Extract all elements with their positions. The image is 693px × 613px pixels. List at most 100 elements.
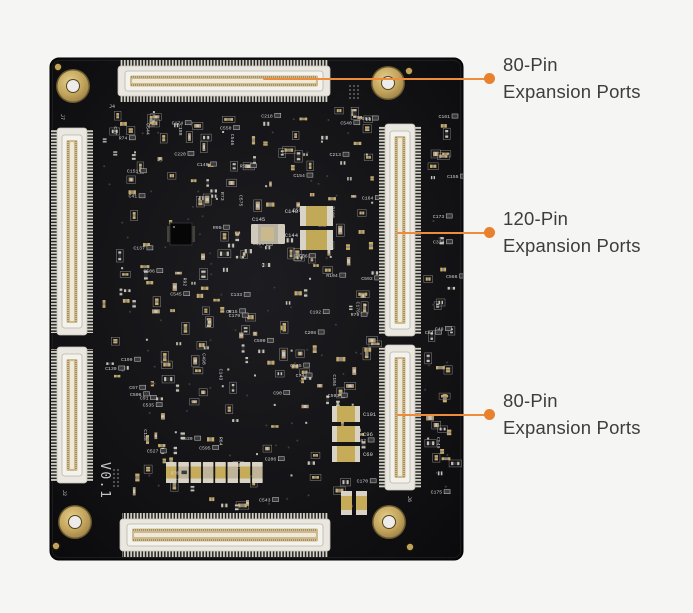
svg-text:C550: C550: [220, 125, 232, 131]
svg-text:R95: R95: [213, 225, 222, 231]
callout-label-line2: Expansion Ports: [503, 81, 641, 102]
callout-leader-dot: [484, 409, 495, 420]
svg-text:C540: C540: [340, 120, 352, 126]
svg-text:C91: C91: [140, 395, 149, 401]
mounting-hole-bottom-right: [372, 505, 406, 539]
svg-text:C539: C539: [181, 436, 193, 442]
svg-text:C549: C549: [435, 437, 441, 449]
connector-ref-label: J2: [61, 490, 67, 496]
connector-right-lower-80pin: [379, 344, 421, 491]
capacitor-c96: [332, 426, 360, 442]
svg-text:C164: C164: [362, 195, 374, 201]
callout-label: 80-Pin Expansion Ports: [503, 51, 641, 105]
svg-text:C139: C139: [105, 366, 117, 372]
silkscreen-label: C145: [252, 216, 265, 223]
svg-text:C174: C174: [172, 121, 184, 127]
svg-text:C519: C519: [292, 208, 304, 214]
connector-ref-label: J6: [406, 496, 412, 502]
mounting-hole-top-left: [56, 69, 90, 103]
svg-text:R55: R55: [240, 164, 249, 170]
silkscreen-label: C144: [285, 232, 299, 239]
svg-text:C184: C184: [331, 374, 337, 386]
connector-left-upper-120pin: [51, 127, 93, 336]
capacitor-pair-bottom-right: [341, 491, 367, 515]
svg-text:C143: C143: [217, 369, 223, 381]
svg-text:R74: R74: [119, 136, 128, 142]
svg-text:C592: C592: [361, 276, 373, 282]
callout-leader-line: [263, 78, 485, 80]
svg-text:C175: C175: [431, 490, 443, 496]
svg-text:C593: C593: [328, 393, 340, 399]
callout-label-line2: Expansion Ports: [503, 235, 641, 256]
svg-text:C590: C590: [254, 338, 266, 344]
svg-text:C566: C566: [446, 274, 458, 280]
svg-text:C87: C87: [112, 126, 118, 135]
svg-text:C173: C173: [433, 214, 445, 220]
callout-label-line1: 80-Pin: [503, 390, 558, 411]
svg-text:C565: C565: [290, 363, 302, 369]
callout-label: 80-Pin Expansion Ports: [503, 387, 641, 441]
svg-text:C208: C208: [305, 330, 317, 336]
svg-text:R104: R104: [326, 273, 338, 279]
large-components: C148 C144 C145 C101 C96 C69: [167, 206, 377, 515]
connector-ref-label: J7: [59, 114, 65, 120]
svg-text:C595: C595: [199, 445, 211, 451]
svg-text:C155: C155: [447, 174, 459, 180]
callout-leader-line: [397, 414, 485, 416]
svg-text:C192: C192: [310, 310, 322, 316]
svg-text:C215: C215: [226, 309, 238, 315]
svg-text:R102: R102: [355, 438, 367, 444]
svg-text:C220: C220: [174, 151, 186, 157]
svg-text:C41: C41: [129, 194, 138, 200]
expansion-connectors: [51, 60, 421, 557]
callout-label: 120-Pin Expansion Ports: [503, 205, 641, 259]
svg-text:C161: C161: [438, 114, 450, 120]
ic-chip: [167, 222, 195, 246]
svg-text:C206: C206: [265, 457, 277, 463]
svg-text:C546: C546: [229, 134, 235, 146]
svg-text:C176: C176: [355, 301, 361, 313]
svg-text:C66: C66: [299, 254, 308, 260]
svg-text:C84: C84: [425, 330, 434, 336]
svg-text:C170: C170: [357, 479, 369, 485]
svg-text:C506: C506: [143, 269, 155, 275]
capacitor-c69: [332, 446, 360, 462]
silkscreen-label: C69: [363, 451, 373, 458]
capacitor-c148: [300, 206, 333, 226]
svg-text:C199: C199: [121, 357, 133, 363]
silkscreen-label: C148: [285, 208, 298, 215]
connector-left-lower-80pin: [51, 346, 93, 484]
svg-text:R79: R79: [351, 312, 360, 318]
svg-text:C188: C188: [177, 124, 183, 136]
svg-text:C90: C90: [273, 390, 282, 396]
svg-text:C151: C151: [127, 169, 139, 175]
svg-text:C133: C133: [231, 292, 243, 298]
callout-label-line1: 120-Pin: [503, 208, 569, 229]
svg-text:C535: C535: [143, 402, 155, 408]
connector-top-80pin: [117, 60, 331, 102]
svg-text:C597: C597: [359, 116, 371, 122]
svg-text:C544: C544: [144, 123, 150, 135]
svg-text:C575: C575: [238, 195, 244, 207]
fiducial-bottom-left: [51, 541, 61, 551]
svg-text:C508: C508: [130, 392, 142, 398]
callout-leader-dot: [484, 227, 495, 238]
svg-text:C498: C498: [201, 353, 207, 365]
svg-text:C186: C186: [253, 241, 265, 247]
fiducial-top-right: [404, 66, 414, 76]
callout-leader-dot: [484, 73, 495, 84]
callout-label-line1: 80-Pin: [503, 54, 558, 75]
svg-text:C324: C324: [433, 240, 445, 246]
version-silkscreen: V0.1: [97, 462, 112, 499]
silkscreen-label: C96: [363, 431, 373, 438]
svg-text:C67: C67: [129, 385, 138, 391]
capacitor-c101: [332, 406, 360, 422]
svg-text:C179: C179: [229, 313, 241, 319]
mounting-hole-top-right: [371, 66, 405, 100]
fiducial-bottom-right: [405, 542, 415, 552]
connector-bottom-80pin: [119, 513, 331, 557]
svg-text:C527: C527: [147, 449, 159, 455]
capacitor-c145: [251, 224, 285, 244]
